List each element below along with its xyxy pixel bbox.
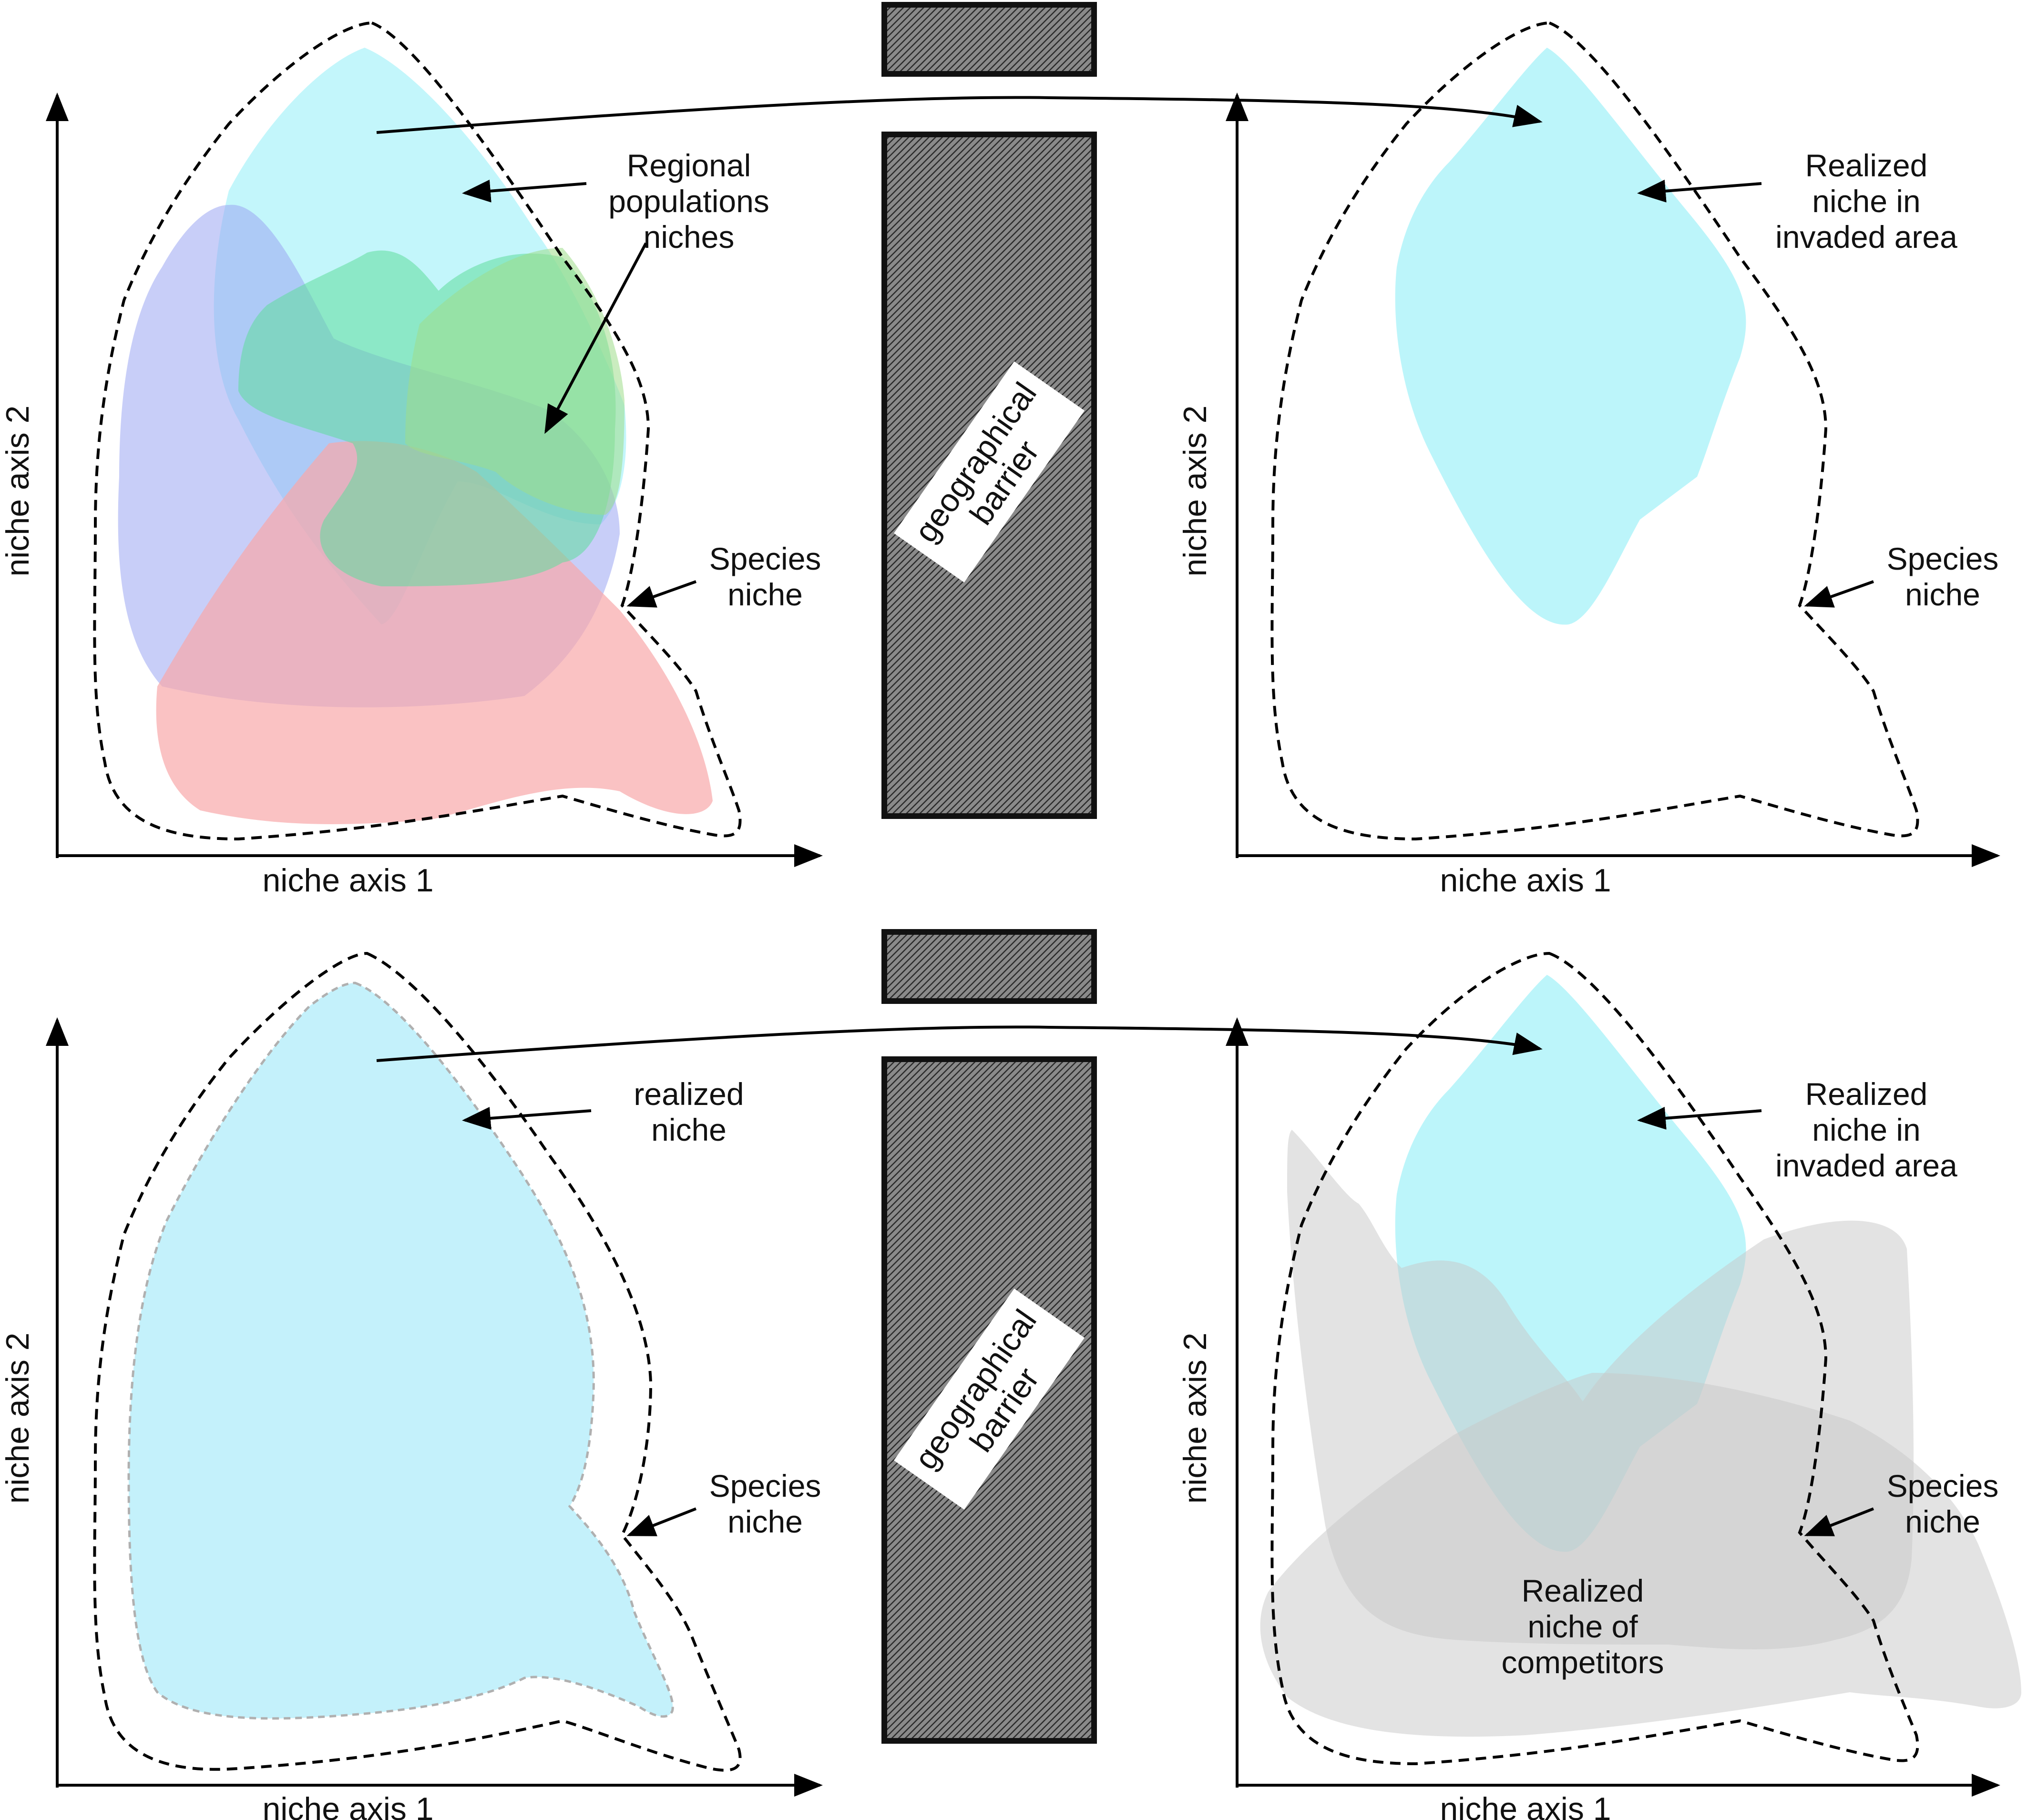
pointer-arrow	[1804, 580, 1874, 608]
y-axis-label: niche axis 2	[0, 1332, 36, 1503]
svg-text:niche: niche	[651, 1112, 727, 1147]
svg-text:niche in: niche in	[1812, 1112, 1921, 1147]
species-niche-label: Species niche	[1887, 541, 1999, 612]
realized-niche-label: realized niche	[634, 1076, 744, 1147]
niche-light-green	[405, 248, 624, 515]
x-axis-label: niche axis 1	[1440, 862, 1611, 899]
x-axis-label: niche axis 1	[262, 1791, 433, 1820]
y-axis-label: niche axis 2	[1177, 1332, 1213, 1503]
barrier-small-block	[881, 2, 1097, 77]
pointer-arrow	[462, 1107, 592, 1130]
svg-text:Species: Species	[1887, 1468, 1999, 1503]
competitor-niche	[1260, 1373, 2021, 1737]
regional-population-niches	[118, 48, 713, 824]
invasion-arrow-bottom	[376, 1025, 1543, 1062]
panel-top-right: niche axis 1 niche axis 2 Realized niche…	[1177, 21, 2000, 899]
pointer-arrow	[1804, 1507, 1874, 1536]
svg-text:niche: niche	[1905, 1504, 1980, 1539]
realized-niche-label: Realized niche in invaded area	[1775, 148, 1957, 255]
species-niche-label: Species niche	[1887, 1468, 1999, 1539]
x-axis-label: niche axis 1	[262, 862, 433, 899]
realized-niche-invaded	[1395, 48, 1746, 625]
svg-text:niches: niches	[644, 219, 735, 255]
svg-text:Realized: Realized	[1522, 1573, 1644, 1608]
svg-text:niche: niche	[1905, 577, 1980, 612]
svg-text:niche of: niche of	[1527, 1609, 1638, 1644]
pointer-arrow	[626, 1507, 697, 1536]
species-niche-label: Species niche	[709, 541, 821, 612]
panel-top-left: niche axis 1 niche axis 2 Regional popul…	[0, 21, 823, 899]
svg-text:Species: Species	[709, 541, 821, 576]
pointer-arrow	[626, 580, 697, 608]
pointer-arrow	[1637, 1106, 1762, 1130]
realized-niche-label: Realized niche in invaded area	[1775, 1076, 1957, 1183]
populations-label: Regional populations niches	[608, 148, 769, 255]
niche-red	[156, 441, 713, 824]
x-axis-label: niche axis 1	[1440, 1791, 1611, 1820]
svg-text:populations: populations	[608, 184, 769, 219]
species-niche-outline	[93, 21, 742, 841]
competitor-niches	[1260, 1130, 2021, 1737]
svg-text:Species: Species	[1887, 541, 1999, 576]
pointer-arrow	[544, 242, 647, 434]
svg-text:competitors: competitors	[1501, 1645, 1664, 1680]
panel-bottom-left: niche axis 1 niche axis 2 realized niche…	[0, 951, 823, 1820]
svg-text:niche: niche	[727, 577, 803, 612]
species-niche-label: Species niche	[709, 1468, 821, 1539]
svg-text:Realized: Realized	[1805, 1076, 1928, 1112]
geographical-barrier-top: geographical barrier	[881, 2, 1097, 819]
pointer-arrow	[462, 179, 587, 203]
svg-text:invaded area: invaded area	[1775, 219, 1957, 255]
invasion-arrow-top	[376, 96, 1543, 134]
svg-text:Realized: Realized	[1805, 148, 1928, 183]
svg-text:niche in: niche in	[1812, 184, 1921, 219]
geographical-barrier-bottom: geographical barrier	[881, 929, 1097, 1744]
barrier-small-block	[881, 929, 1097, 1004]
svg-text:Regional: Regional	[627, 148, 751, 183]
panel-bottom-right: niche axis 1 niche axis 2 Realized niche…	[1177, 951, 2021, 1820]
svg-text:invaded area: invaded area	[1775, 1148, 1957, 1183]
competitors-label: Realized niche of competitors	[1501, 1573, 1664, 1680]
svg-text:niche: niche	[727, 1504, 803, 1539]
species-niche-outline	[1270, 951, 1919, 1766]
svg-text:Species: Species	[709, 1468, 821, 1503]
y-axis-label: niche axis 2	[1177, 405, 1213, 576]
species-niche-outline	[1270, 21, 1919, 841]
pointer-arrow	[1637, 179, 1762, 203]
svg-text:realized: realized	[634, 1076, 744, 1112]
realized-niche	[127, 982, 674, 1720]
y-axis-label: niche axis 2	[0, 405, 36, 576]
